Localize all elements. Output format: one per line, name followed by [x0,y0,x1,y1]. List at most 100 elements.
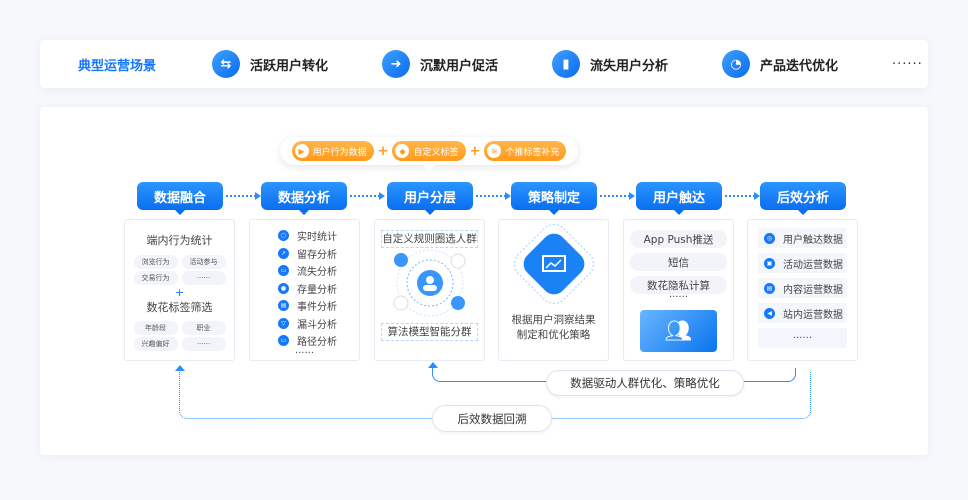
reach-privacy: 数花隐私计算 [630,276,727,294]
scenario-churn-analysis[interactable]: ▮流失用户分析 [552,50,722,78]
reach-data-icon: ◎ [764,232,775,244]
user-icon: ● [278,282,289,294]
more: ······ [668,292,689,303]
scenario-product-iteration[interactable]: ◔ 产品迭代优化 [722,50,892,78]
user-icon [451,296,465,310]
effect-item: ◎ 用户触达数据 [758,228,847,248]
send-icon: ◀ [764,307,775,319]
chip: 兴趣偏好 [133,337,178,351]
inner-loop-label: 数据驱动人群优化、策略优化 [546,370,744,396]
item-label: 用户触达数据 [783,234,843,246]
chip: ······ [181,337,226,351]
gauge-icon: ◔ [722,50,750,78]
user-arrow-icon: ➜ [382,50,410,78]
analysis-item: ▽ 漏斗分析 [250,315,359,333]
reach-push: App Push推送 [630,230,727,248]
chip: 交易行为 [133,271,178,285]
item-label: 活动运营数据 [783,259,843,271]
tag-label: 自定义标签 [413,147,459,158]
analysis-item: ▭路径分析 [250,332,359,350]
item-label: 漏斗分析 [297,319,337,331]
path-icon: ▭ [278,335,289,347]
item-label: 存量分析 [297,284,337,296]
tag-getui-label: ≋个推标签补充 [484,141,567,161]
scenario-label: 沉默用户促活 [420,58,499,74]
effect-box: ◎ 用户触达数据 ▣ 活动运营数据 ▤ 内容运营数据 ◀ 站内运营数据 ······ [747,219,858,361]
strategy-text-1: 根据用户洞察结果 [511,314,596,326]
fusion-box: 端内行为统计 浏览行为活动参与 交易行为······ + 数花标签筛选 年龄段职… [124,219,235,361]
plus-sign: + [174,286,185,299]
step-effect-analysis: 后效分析 [760,182,846,215]
analysis-item: ▭流失分析 [250,262,359,280]
swap-icon: ⇆ [212,50,240,78]
item-label: 事件分析 [297,302,337,314]
layer-box: 自定义规则圈选人群 算法模型智能分群 [374,219,485,361]
tag-label: 用户行为数据 [312,147,367,158]
reach-sms: 短信 [630,253,727,271]
user-group-icon: 👥︎ [640,310,717,352]
tag-custom-label: ◆自定义标签 [392,141,466,161]
chip: 活动参与 [181,255,226,269]
fusion-title-2: 数花标签筛选 [146,301,213,314]
analysis-item: ○ 实时统计 [250,227,359,245]
user-cluster-illustration [393,249,466,317]
item-label: 站内运营数据 [783,309,843,321]
outer-loop-label: 后效数据回溯 [432,405,552,432]
step-data-analysis: 数据分析 [261,182,347,215]
tag-label: 个推标签补充 [505,147,560,158]
retention-icon: ↗ [278,247,289,259]
chip: 年龄段 [133,321,178,335]
reach-box: App Push推送 短信 数花隐私计算 ······ 👥︎ [623,219,734,361]
realtime-icon: ○ [278,230,289,242]
strategy-box: 根据用户洞察结果 制定和优化策略 [498,219,609,361]
step-data-fusion: 数据融合 [137,182,223,215]
monitor-chart-icon [542,255,566,272]
tag-icon: ◆ [395,144,410,158]
tag-user-behavior: ▶用户行为数据 [291,141,374,161]
effect-item: ▤ 内容运营数据 [758,278,847,298]
bar-chart-icon: ▮ [552,50,580,78]
user-icon [394,253,408,267]
user-icon [393,295,409,311]
funnel-icon: ▽ [278,317,289,329]
analysis-item: ● 存量分析 [250,280,359,298]
play-icon: ▶ [294,144,309,158]
flow-arrow [600,192,635,200]
scenario-silent-activation[interactable]: ➜ 沉默用户促活 [382,50,552,78]
analysis-box: ○ 实时统计 ↗ 留存分析 ▭流失分析 ● 存量分析 ▤ 事件分析 ▽ 漏斗分析 ▭路径分… [249,219,360,361]
custom-rule-label: 自定义规则圈选人群 [381,230,478,248]
chip: 职业 [181,321,226,335]
flow-arrow [476,192,511,200]
event-icon: ▤ [278,300,289,312]
analysis-item: ▤ 事件分析 [250,297,359,315]
chip: 浏览行为 [133,255,178,269]
more: ······ [294,347,315,359]
step-user-layering: 用户分层 [387,182,473,215]
flow-arrow [350,192,385,200]
effect-item: ◀ 站内运营数据 [758,303,847,323]
item-label: 留存分析 [297,249,337,261]
scenario-title: 典型运营场景 [78,58,157,74]
flow-arrow [226,192,261,200]
more: ······ [758,328,847,348]
scenario-active-conversion[interactable]: ⇆ 活跃用户转化 [212,50,382,78]
algo-label: 算法模型智能分群 [381,323,478,341]
effect-item: ▣ 活动运营数据 [758,253,847,273]
chip: ······ [181,271,226,285]
strategy-text-2: 制定和优化策略 [516,329,591,341]
more-scenarios[interactable]: ······ [892,56,923,72]
step-strategy: 策略制定 [511,182,597,215]
item-label: 内容运营数据 [783,284,843,296]
plus-sign: + [469,143,481,159]
arrow-up-icon [175,365,185,371]
scenario-label: 产品迭代优化 [760,58,839,74]
churn-icon: ▭ [278,265,289,277]
scenario-label: 活跃用户转化 [250,58,329,74]
content-data-icon: ▤ [764,282,775,294]
fusion-title-1: 端内行为统计 [146,234,213,247]
activity-data-icon: ▣ [764,257,775,269]
arrow-up-icon [428,362,438,368]
strategy-illustration [514,224,594,304]
item-label: 实时统计 [297,232,337,244]
user-icon [450,253,466,269]
